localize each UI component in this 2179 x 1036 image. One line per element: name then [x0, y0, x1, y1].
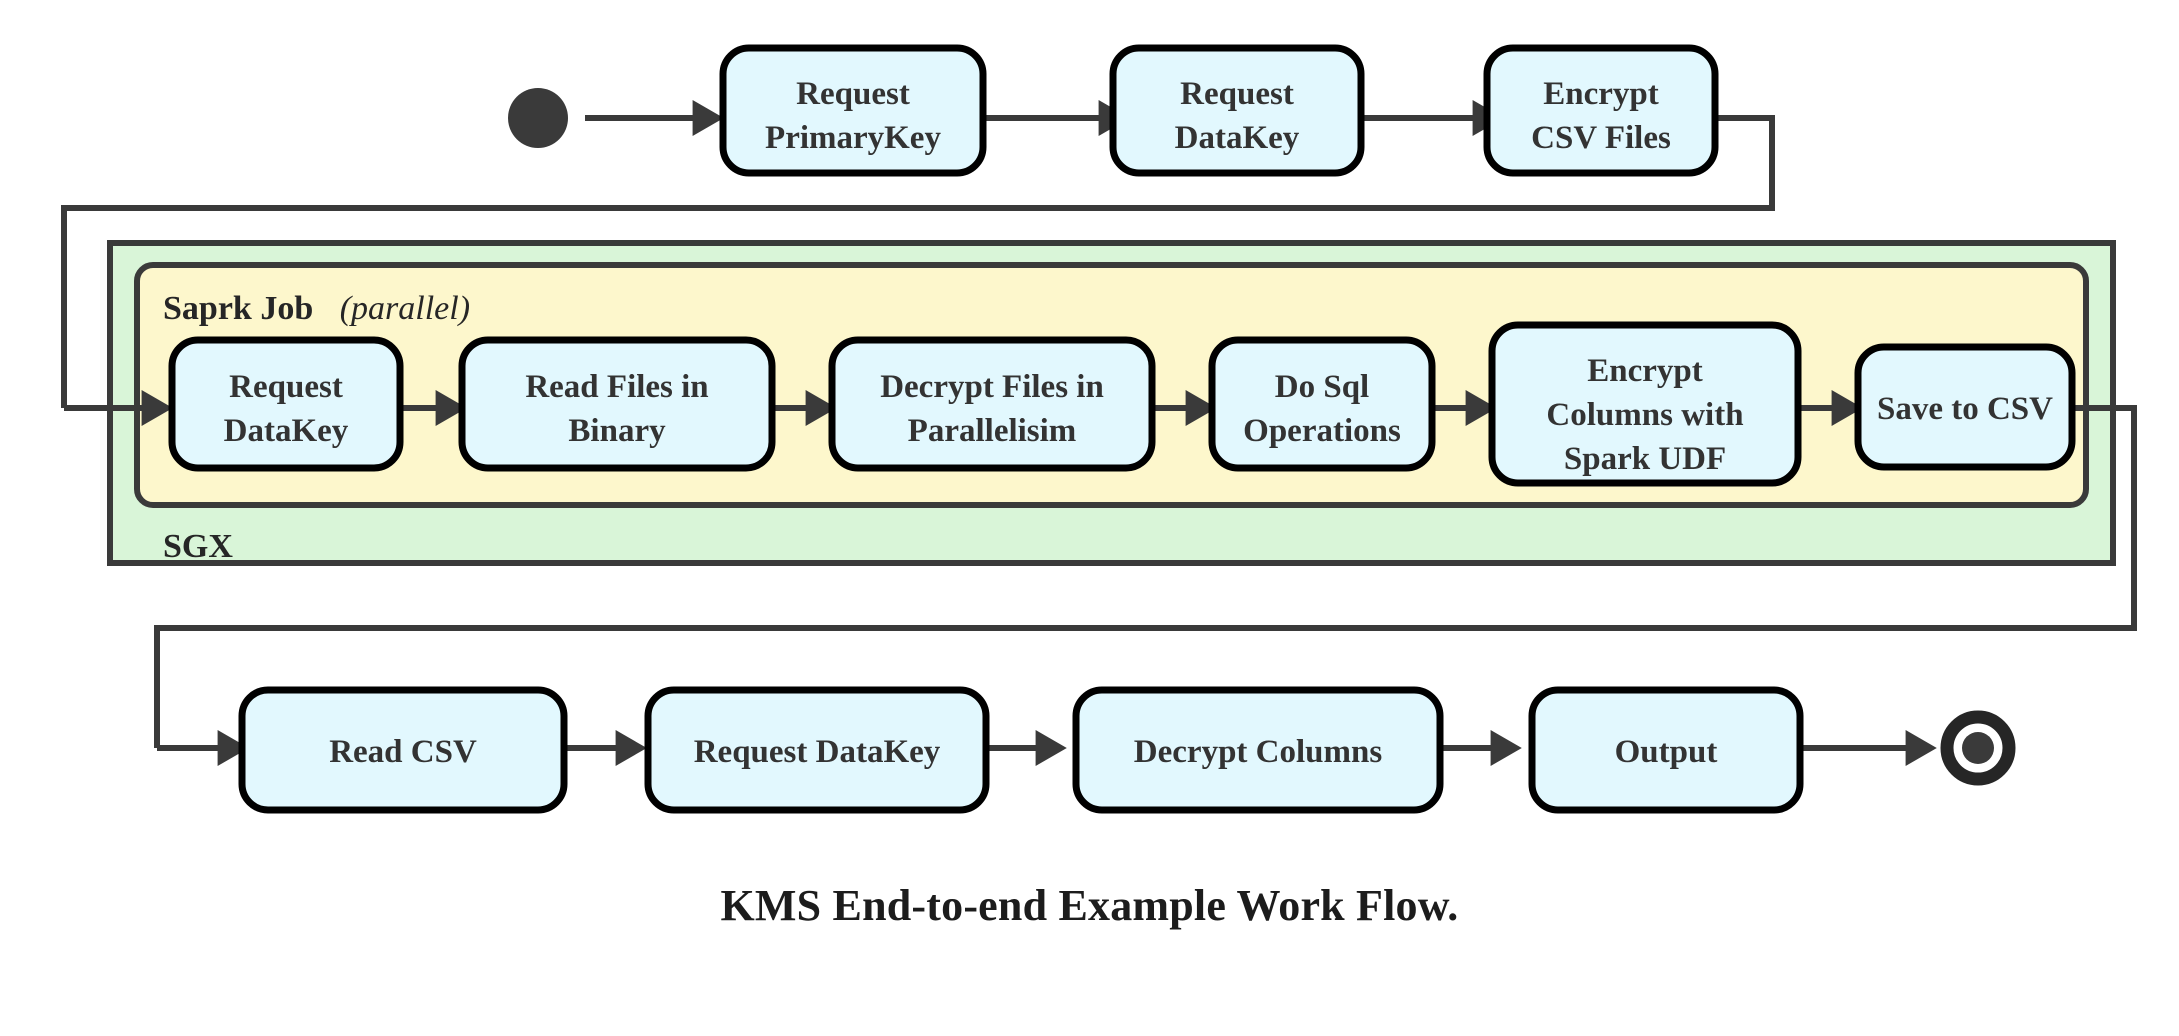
node-request-primarykey[interactable]: Request PrimaryKey: [719, 44, 987, 177]
node-read-files-in-binary-box[interactable]: [458, 336, 776, 472]
edge-save-csv-to-read-csv-wrap: [154, 405, 2137, 748]
node-read-csv[interactable]: Read CSV: [238, 686, 568, 814]
node-read-csv-box[interactable]: [238, 686, 568, 814]
node-encrypt-csv-files-box[interactable]: [1483, 44, 1719, 177]
node-request-datakey-bottom-box[interactable]: [644, 686, 990, 814]
node-request-primarykey-line-2: PrimaryKey: [765, 120, 941, 156]
node-decrypt-files-in-parallelisim[interactable]: Decrypt Files in Parallelisim: [828, 336, 1156, 472]
node-encrypt-columns-line-2: Columns with: [1546, 397, 1743, 433]
spark-label-bold: Saprk Job: [163, 290, 313, 327]
node-decrypt-files-in-parallelisim-line-1: Decrypt Files in: [880, 369, 1104, 405]
node-save-to-csv-label: Save to CSV: [1877, 391, 2053, 427]
node-output-label: Output: [1615, 734, 1718, 770]
end-node-inner-dot: [1962, 732, 1994, 764]
node-save-to-csv[interactable]: Save to CSV: [1854, 343, 2076, 471]
node-encrypt-columns-line-1: Encrypt: [1587, 353, 1703, 389]
node-request-datakey-bottom-label: Request DataKey: [694, 734, 941, 770]
spark-label-italic: (parallel): [340, 290, 470, 327]
node-request-datakey-spark-line-1: Request: [229, 369, 343, 405]
end-node-outer-ring: [1940, 710, 2016, 786]
node-request-datakey-bottom[interactable]: Request DataKey: [644, 686, 990, 814]
node-do-sql-operations[interactable]: Do Sql Operations: [1208, 336, 1436, 472]
node-request-primarykey-box[interactable]: [719, 44, 987, 177]
node-encrypt-csv-files-line-1: Encrypt: [1543, 76, 1659, 112]
node-request-datakey-spark[interactable]: Request DataKey: [168, 336, 404, 472]
node-do-sql-operations-line-2: Operations: [1243, 413, 1401, 449]
node-decrypt-columns-label: Decrypt Columns: [1134, 734, 1383, 770]
node-request-datakey-top-box[interactable]: [1109, 44, 1365, 177]
node-read-files-in-binary-line-1: Read Files in: [525, 369, 708, 405]
node-decrypt-files-in-parallelisim-line-2: Parallelisim: [908, 413, 1077, 449]
node-do-sql-operations-line-1: Do Sql: [1275, 369, 1369, 405]
edge-encrypt-csv-to-spark-wrap: [61, 115, 1775, 408]
group-spark-job-label: Saprk Job (parallel): [163, 290, 470, 327]
figure-caption: KMS End-to-end Example Work Flow.: [720, 881, 1459, 930]
node-output-box[interactable]: [1528, 686, 1804, 814]
group-sgx-label: SGX: [163, 528, 233, 565]
node-request-datakey-spark-line-2: DataKey: [224, 413, 349, 449]
node-request-datakey-spark-box[interactable]: [168, 336, 404, 472]
node-read-files-in-binary-line-2: Binary: [568, 413, 666, 449]
node-decrypt-columns[interactable]: Decrypt Columns: [1072, 686, 1444, 814]
node-encrypt-columns-line-3: Spark UDF: [1564, 441, 1726, 477]
node-request-primarykey-line-1: Request: [796, 76, 910, 112]
node-save-to-csv-box[interactable]: [1854, 343, 2076, 471]
node-do-sql-operations-box[interactable]: [1208, 336, 1436, 472]
node-output[interactable]: Output: [1528, 686, 1804, 814]
start-node-filled-circle: [508, 88, 568, 148]
node-request-datakey-top-line-1: Request: [1180, 76, 1294, 112]
node-encrypt-csv-files[interactable]: Encrypt CSV Files: [1483, 44, 1719, 177]
node-read-csv-label: Read CSV: [329, 734, 477, 770]
node-decrypt-columns-box[interactable]: [1072, 686, 1444, 814]
node-encrypt-csv-files-line-2: CSV Files: [1531, 120, 1671, 156]
node-request-datakey-top-line-2: DataKey: [1175, 120, 1300, 156]
node-read-files-in-binary[interactable]: Read Files in Binary: [458, 336, 776, 472]
node-encrypt-columns-with-spark-udf-box[interactable]: [1488, 321, 1802, 487]
node-decrypt-files-in-parallelisim-box[interactable]: [828, 336, 1156, 472]
node-request-datakey-top[interactable]: Request DataKey: [1109, 44, 1365, 177]
node-encrypt-columns-with-spark-udf[interactable]: Encrypt Columns with Spark UDF: [1488, 321, 1802, 487]
